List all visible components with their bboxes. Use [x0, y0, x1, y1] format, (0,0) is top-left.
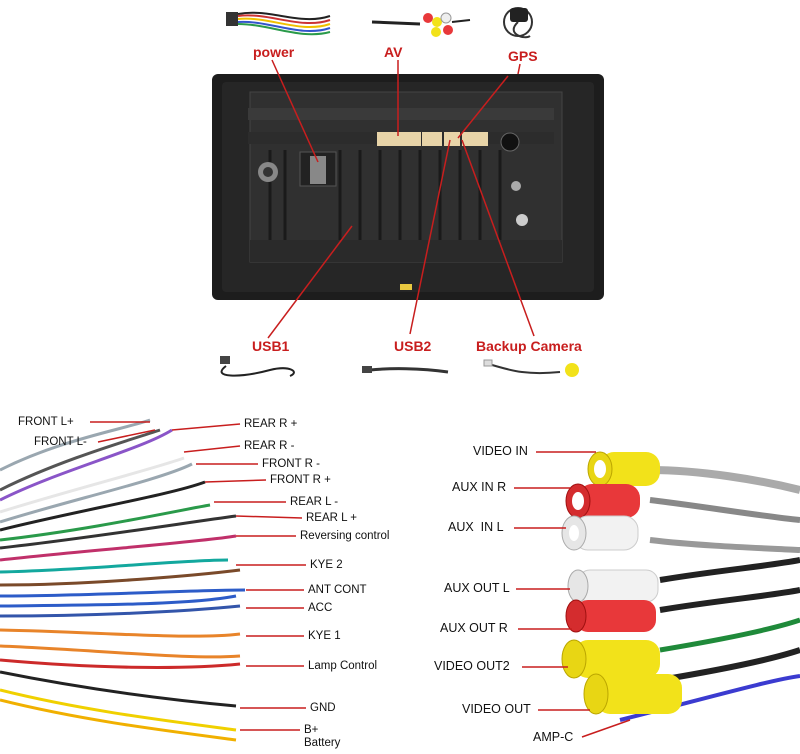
label-rear-r-minus: REAR R - [244, 440, 295, 452]
label-gps: GPS [508, 48, 538, 64]
label-b-plus: B+ [304, 724, 319, 736]
label-video-out: VIDEO OUT [462, 702, 531, 716]
top-pointer-lines [267, 59, 535, 339]
label-usb1: USB1 [252, 338, 290, 354]
usb1-cable-icon [220, 356, 295, 377]
rca-plugs [561, 451, 682, 715]
label-av: AV [384, 44, 403, 60]
harness-pointer-lines [90, 421, 306, 731]
label-front-r-minus: FRONT R - [262, 458, 320, 470]
label-acc: ACC [308, 602, 333, 614]
label-rear-l-plus: REAR L + [306, 512, 358, 524]
label-rear-r-plus: REAR R + [244, 418, 298, 430]
label-kye1: KYE 1 [308, 630, 341, 642]
rca-pointer-lines [514, 451, 631, 738]
label-front-r-plus: FRONT R + [270, 474, 331, 486]
power-harness-icon [226, 11, 331, 36]
label-gnd: GND [310, 702, 336, 714]
av-cable-icon [371, 12, 471, 37]
label-ant-cont: ANT CONT [308, 584, 367, 596]
label-aux-out-l: AUX OUT L [444, 581, 510, 595]
power-wire-harness [0, 418, 246, 742]
gps-antenna-icon [503, 7, 533, 39]
label-aux-out-r: AUX OUT R [440, 621, 508, 635]
label-kye2: KYE 2 [310, 559, 343, 571]
label-front-l-plus: FRONT L+ [18, 416, 74, 428]
label-aux-in-l: AUX IN L [448, 520, 504, 534]
label-aux-in-r: AUX IN R [452, 480, 507, 494]
label-power: power [253, 44, 295, 60]
label-lamp-control: Lamp Control [308, 660, 378, 672]
backup-camera-cable-icon [483, 359, 579, 377]
label-front-l-minus: FRONT L- [34, 436, 87, 448]
label-rear-l-minus: REAR L - [290, 496, 339, 508]
label-backup-camera: Backup Camera [476, 338, 582, 354]
label-video-in: VIDEO IN [473, 444, 528, 458]
label-amp-c: AMP-C [533, 730, 574, 744]
label-usb2: USB2 [394, 338, 432, 354]
label-battery: Battery [304, 737, 341, 749]
label-video-out2: VIDEO OUT2 [434, 659, 510, 673]
head-unit-back-panel [212, 74, 604, 300]
label-reversing-control: Reversing control [300, 530, 390, 542]
usb2-cable-icon [362, 366, 449, 374]
